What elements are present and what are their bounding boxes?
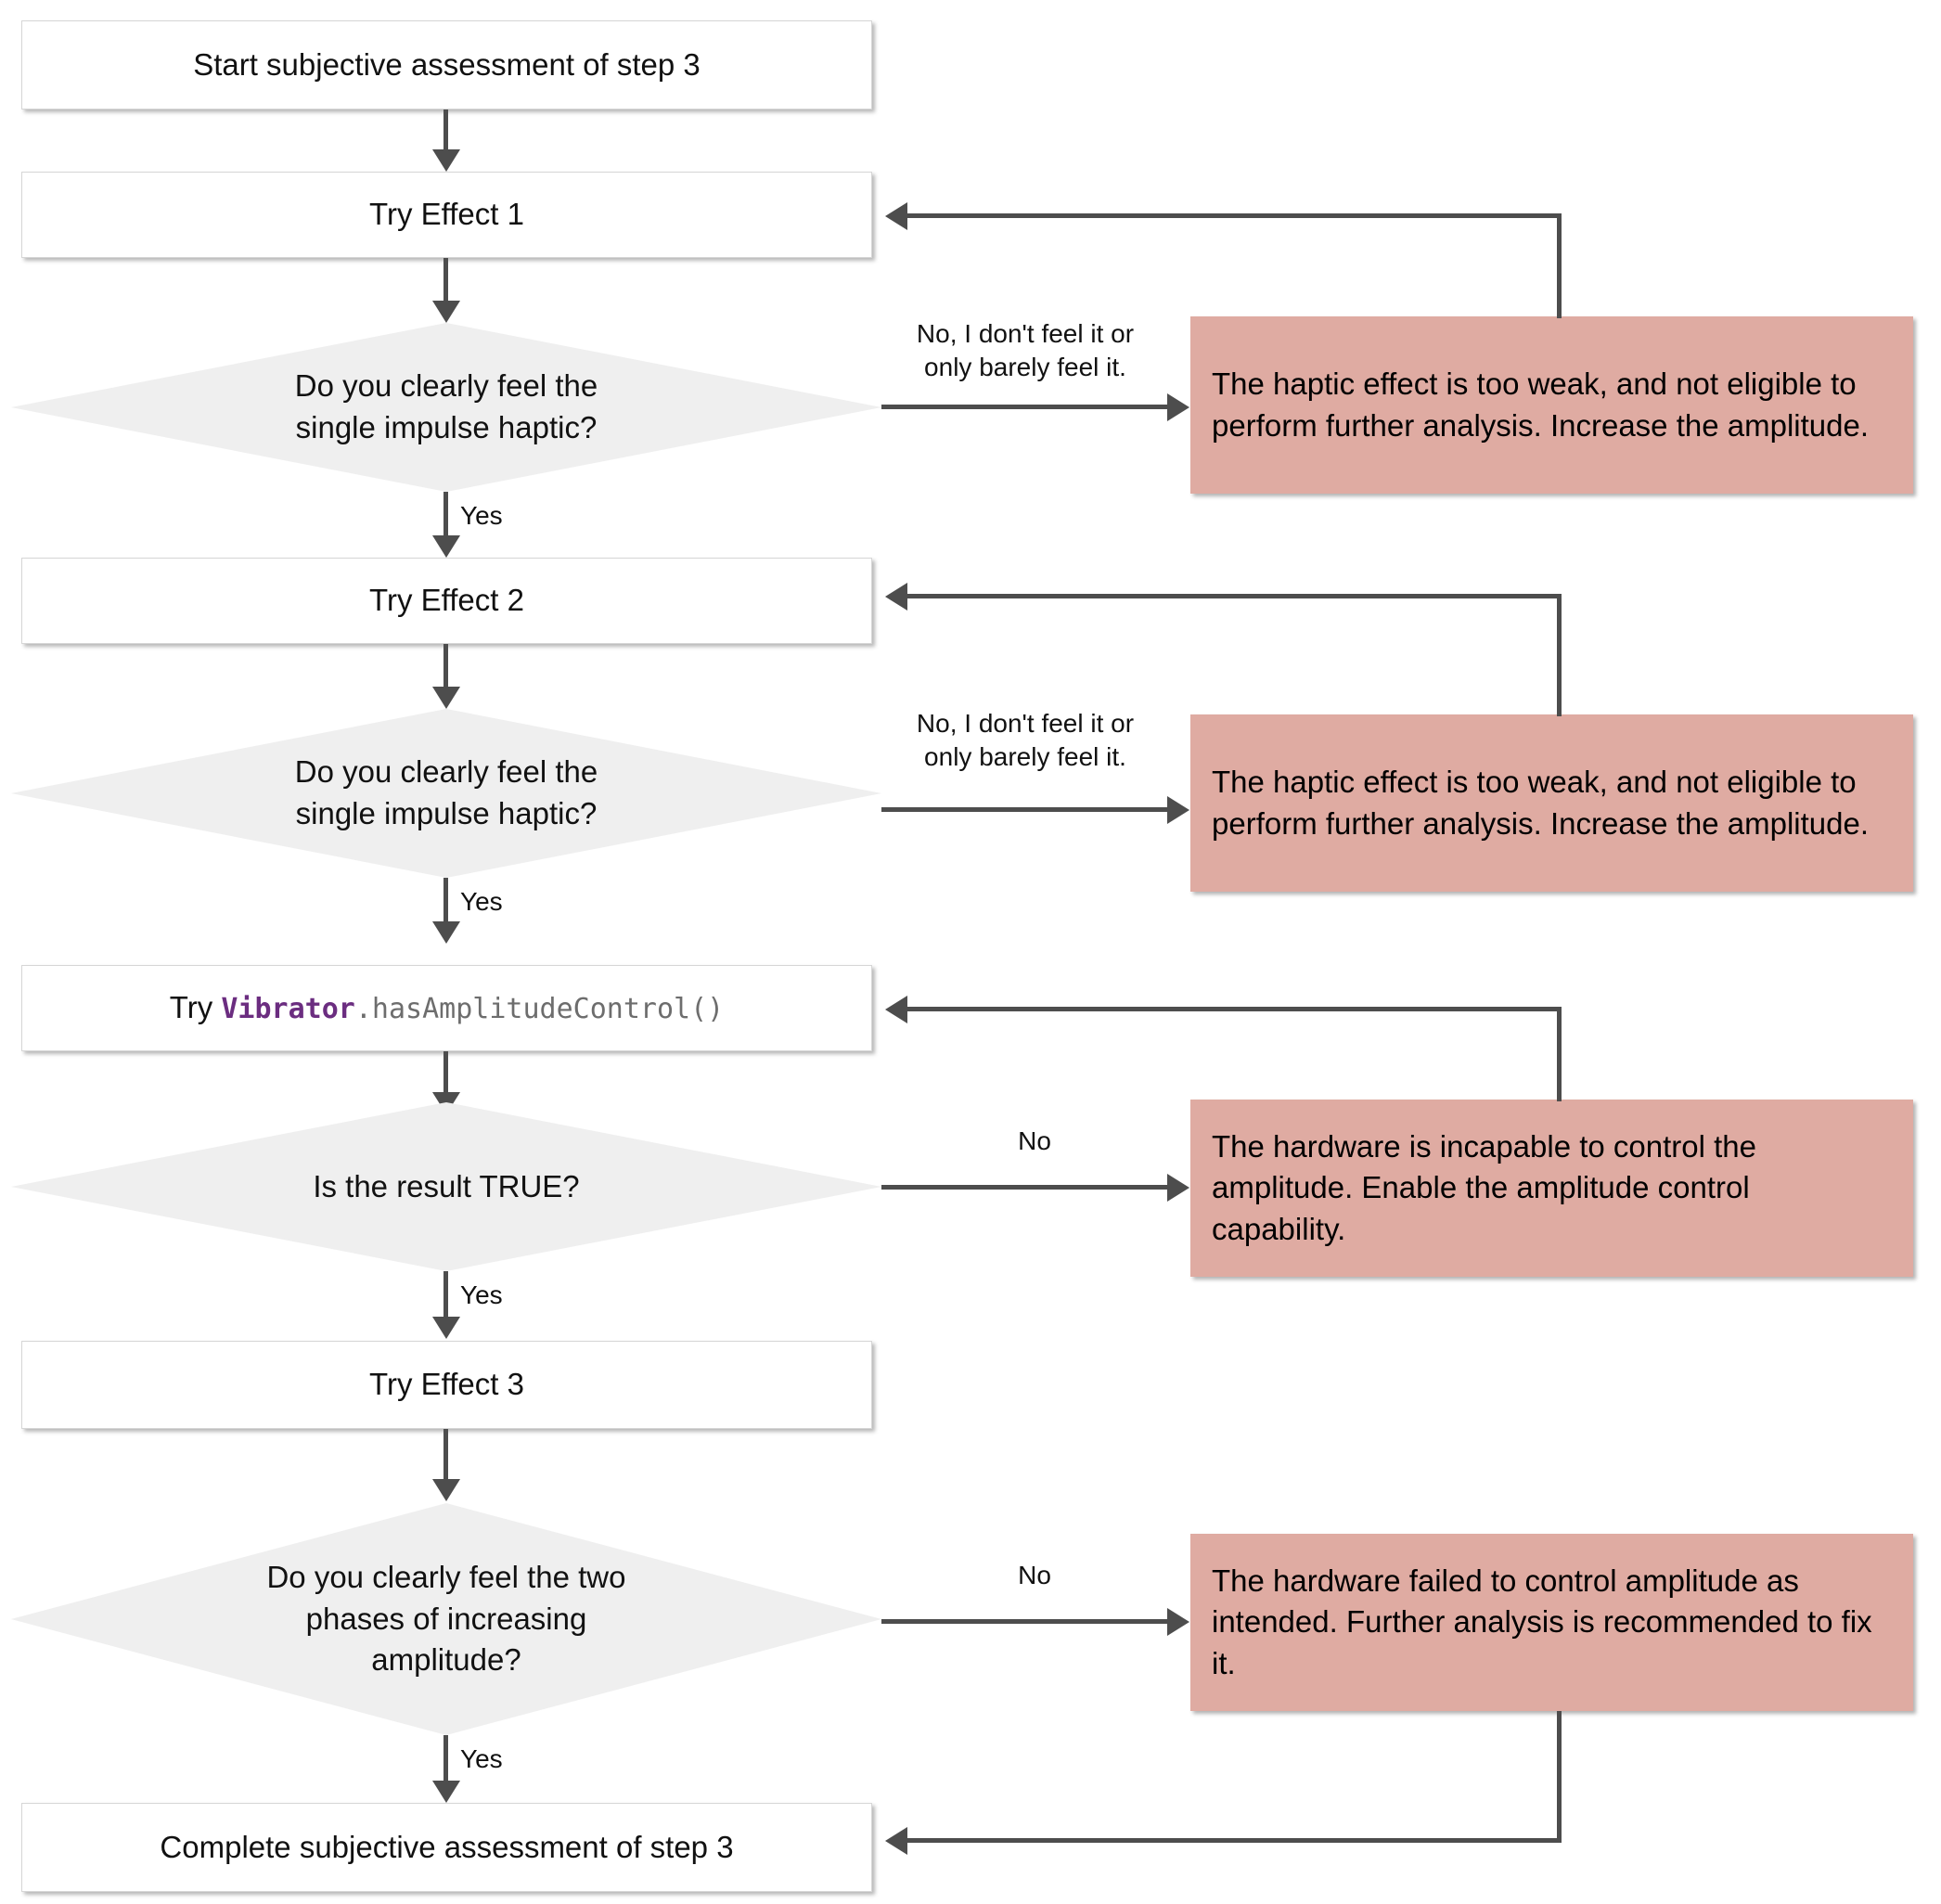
connector-start-to-effect1	[443, 109, 448, 151]
arrowhead-note3-loop	[885, 996, 907, 1023]
node-try-has-amplitude-control: Try Vibrator.hasAmplitudeControl()	[21, 965, 872, 1051]
arrowhead-note2-loop	[885, 583, 907, 611]
connector-note2-loop-horizontal	[907, 594, 1560, 598]
arrowhead-decision1-yes	[432, 535, 460, 558]
edge-label-decision3-no: No	[1018, 1126, 1051, 1155]
edge-label-decision1-no: No, I don't feel it or only barely feel …	[916, 319, 1135, 382]
arrowhead-decision2-yes	[432, 921, 460, 944]
connector-decision1-no	[881, 405, 1167, 409]
arrowhead-decision2-no	[1167, 796, 1189, 824]
node-decision-2: Do you clearly feel the single impulse h…	[11, 709, 881, 878]
arrowhead-decision4-yes	[432, 1781, 460, 1803]
connector-effect2-to-decision2	[443, 644, 448, 688]
code-run: Try Vibrator.hasAmplitudeControl()	[170, 987, 724, 1029]
node-note-2: The haptic effect is too weak, and not e…	[1190, 714, 1913, 892]
node-decision-3-label: Is the result TRUE?	[313, 1168, 580, 1203]
connector-note3-loop-horizontal	[907, 1007, 1560, 1011]
edge-label-decision4-yes: Yes	[460, 1744, 503, 1773]
edge-label-decision2-no: No, I don't feel it or only barely feel …	[916, 709, 1135, 772]
connector-code-to-decision3	[443, 1051, 448, 1094]
node-start-label: Start subjective assessment of step 3	[193, 46, 701, 82]
edge-label-decision1-yes: Yes	[460, 501, 503, 530]
node-decision-1-label: Do you clearly feel the single impulse h…	[294, 368, 598, 444]
edge-label-decision3-yes: Yes	[460, 1280, 503, 1309]
arrowhead-decision3-yes	[432, 1317, 460, 1339]
arrowhead-effect3-to-decision4	[432, 1479, 460, 1501]
node-try-effect-2-label: Try Effect 2	[369, 583, 524, 618]
code-class-name: Vibrator	[221, 993, 355, 1026]
arrowhead-effect2-to-decision2	[432, 687, 460, 709]
connector-effect1-to-decision1	[443, 258, 448, 302]
node-complete: Complete subjective assessment of step 3	[21, 1803, 872, 1892]
connector-note4-loop-horizontal	[907, 1838, 1560, 1843]
code-prefix: Try	[169, 990, 222, 1025]
node-try-effect-1-label: Try Effect 1	[369, 197, 524, 232]
node-try-effect-1: Try Effect 1	[21, 172, 872, 258]
edge-label-decision4-no: No	[1018, 1561, 1051, 1589]
connector-note2-loop-vertical	[1557, 594, 1562, 716]
node-note-4: The hardware failed to control amplitude…	[1190, 1534, 1913, 1711]
node-note-3-label: The hardware is incapable to control the…	[1212, 1128, 1757, 1246]
node-decision-2-label: Do you clearly feel the single impulse h…	[294, 754, 598, 830]
connector-note3-loop-vertical	[1557, 1007, 1562, 1101]
node-note-4-label: The hardware failed to control amplitude…	[1212, 1563, 1872, 1680]
node-start: Start subjective assessment of step 3	[21, 20, 872, 109]
connector-decision2-no	[881, 807, 1167, 812]
node-complete-label: Complete subjective assessment of step 3	[160, 1829, 734, 1864]
node-decision-4-label: Do you clearly feel the two phases of in…	[266, 1560, 626, 1678]
node-decision-1: Do you clearly feel the single impulse h…	[11, 323, 881, 492]
node-note-3: The hardware is incapable to control the…	[1190, 1100, 1913, 1277]
code-member: .hasAmplitudeControl()	[354, 993, 725, 1026]
arrowhead-note1-loop	[885, 202, 907, 230]
arrowhead-effect1-to-decision1	[432, 301, 460, 323]
connector-note1-loop-vertical	[1557, 213, 1562, 318]
connector-decision2-yes	[443, 878, 448, 925]
node-note-1: The haptic effect is too weak, and not e…	[1190, 316, 1913, 494]
node-try-effect-3-label: Try Effect 3	[369, 1367, 524, 1402]
arrowhead-decision4-no	[1167, 1608, 1189, 1636]
connector-decision3-no	[881, 1185, 1167, 1190]
node-note-1-label: The haptic effect is too weak, and not e…	[1212, 366, 1870, 443]
connector-decision3-yes	[443, 1271, 448, 1320]
arrowhead-decision3-no	[1167, 1174, 1189, 1202]
arrowhead-start-to-effect1	[432, 149, 460, 172]
connector-decision1-yes	[443, 492, 448, 539]
connector-decision4-yes	[443, 1735, 448, 1784]
connector-note1-loop-horizontal	[907, 213, 1560, 218]
node-try-effect-3: Try Effect 3	[21, 1341, 872, 1429]
connector-note4-loop-vertical	[1557, 1711, 1562, 1843]
arrowhead-note4-loop	[885, 1827, 907, 1855]
connector-decision4-no	[881, 1619, 1167, 1624]
node-decision-4: Do you clearly feel the two phases of in…	[11, 1503, 881, 1735]
node-note-2-label: The haptic effect is too weak, and not e…	[1212, 764, 1870, 841]
arrowhead-decision1-no	[1167, 393, 1189, 421]
node-try-effect-2: Try Effect 2	[21, 558, 872, 644]
node-decision-3: Is the result TRUE?	[11, 1102, 881, 1271]
edge-label-decision2-yes: Yes	[460, 887, 503, 916]
connector-effect3-to-decision4	[443, 1429, 448, 1481]
